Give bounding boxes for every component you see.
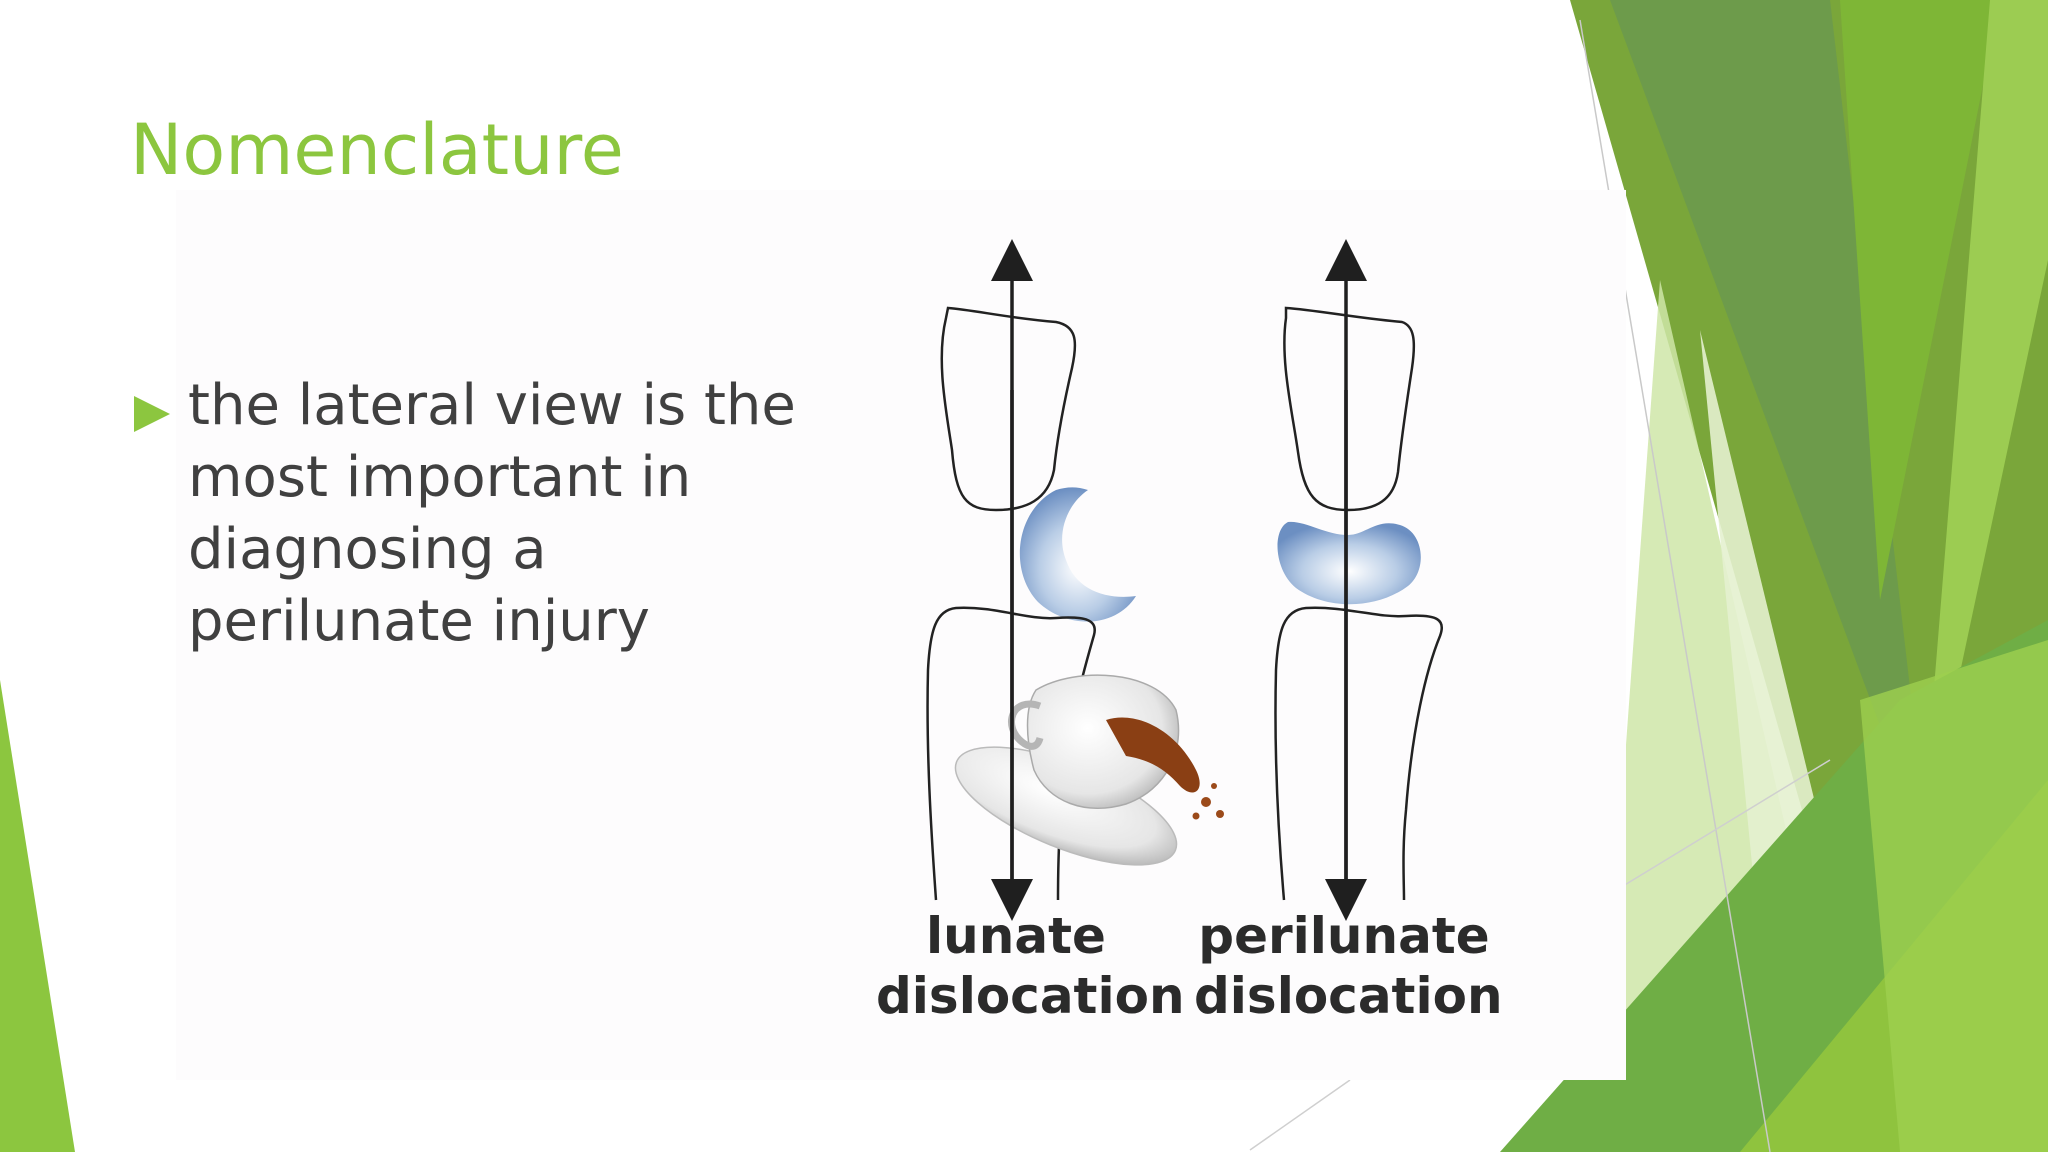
right-lunate-shape (1277, 521, 1421, 605)
lunate-dislocation-label: lunate dislocation (876, 906, 1185, 1026)
right-radius-outline (1274, 606, 1443, 901)
left-accent-shape (0, 680, 75, 1152)
coffee-drop (1201, 797, 1211, 807)
right-accent-shape-9 (1860, 640, 2048, 1152)
left-lunate-shape (1019, 487, 1136, 622)
coffee-spill (1106, 717, 1200, 793)
triangle-bullet-icon (134, 396, 170, 432)
coffee-drop (1211, 783, 1217, 789)
left-capitate-outline (940, 306, 1077, 512)
perilunate-dislocation-label: perilunate dislocation (1194, 906, 1503, 1026)
lunate-label-line1: lunate (926, 907, 1106, 965)
coffee-drop (1192, 812, 1200, 820)
right-capitate-outline (1283, 306, 1416, 512)
slide-title: Nomenclature (130, 109, 624, 191)
teacup (1026, 674, 1180, 809)
figure-illustration (926, 239, 1443, 921)
right-accent-shape-2 (1610, 0, 1930, 860)
teacup-handle (1008, 700, 1044, 750)
right-accent-shape-3 (1840, 0, 2000, 600)
lunate-label-line2: dislocation (876, 967, 1185, 1025)
right-accent-shape-4 (1920, 0, 2048, 860)
decor-line-3 (1599, 759, 1831, 901)
decor-line-2 (1249, 1079, 1351, 1151)
coffee-drop (1216, 810, 1224, 818)
perilunate-label-line2: dislocation (1194, 967, 1503, 1025)
perilunate-label-line1: perilunate (1198, 907, 1490, 965)
lunate-perilunate-figure: lunate dislocation perilunate dislocatio… (176, 190, 1626, 1080)
bullet-item: the lateral view is the most important i… (130, 370, 810, 658)
bullet-text: the lateral view is the most important i… (188, 373, 796, 654)
